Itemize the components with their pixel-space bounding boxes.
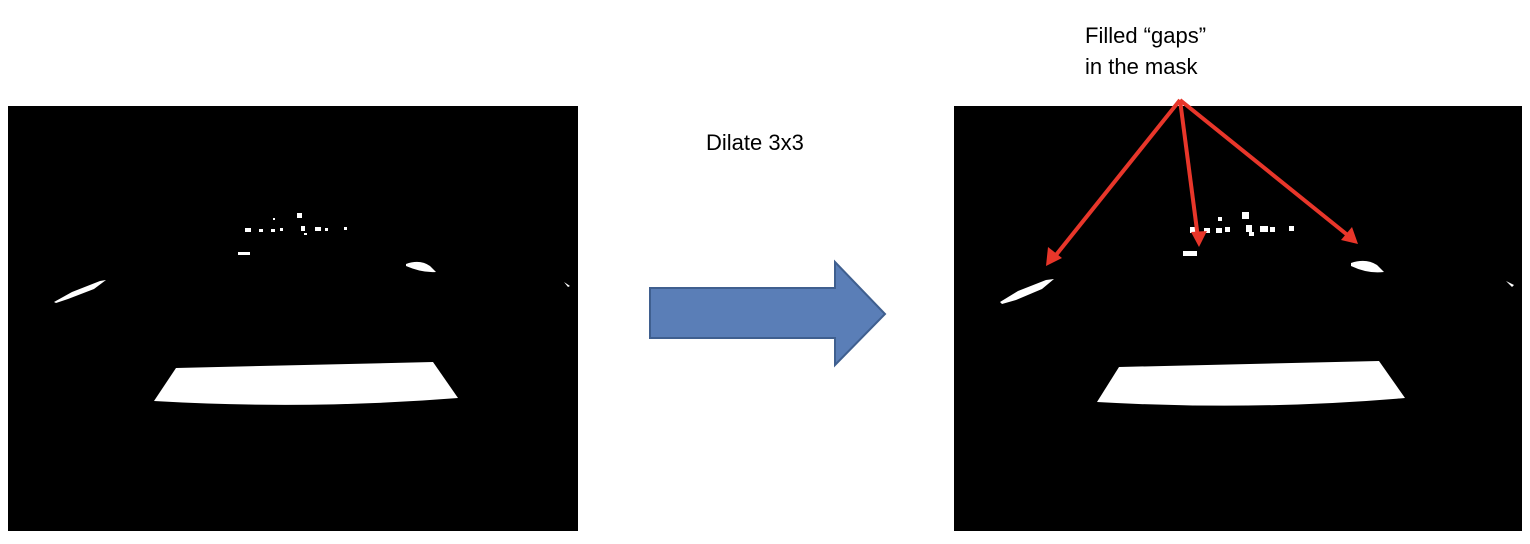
mask-blob-center-3 xyxy=(1204,228,1210,233)
mask-blob-center-6 xyxy=(297,213,302,218)
operation-arrow-shape xyxy=(649,259,887,368)
right-arrow-icon xyxy=(649,259,887,368)
mask-blob-center-2 xyxy=(1190,227,1198,233)
mask-blob-center-6 xyxy=(1242,212,1249,219)
mask-blob-center-10 xyxy=(344,227,347,230)
mask-blob-center-2 xyxy=(245,228,251,232)
mask-blob-center-9 xyxy=(325,228,328,231)
mask-blob-center-4 xyxy=(271,229,275,232)
mask-blob-center-7 xyxy=(301,226,305,231)
mask-before-image xyxy=(8,106,578,531)
mask-blob-center-11 xyxy=(1249,232,1254,236)
mask-blob-left-streak xyxy=(1000,279,1054,304)
mask-blob-right-streak xyxy=(1351,260,1384,273)
mask-blob-center-10 xyxy=(1289,226,1294,231)
annotation-label-line-1: Filled “gaps” xyxy=(1085,23,1207,48)
mask-blob-far-right xyxy=(1506,281,1514,287)
operation-label: Dilate 3x3 xyxy=(706,130,804,155)
mask-blob-far-right xyxy=(564,282,570,287)
mask-blob-center-5 xyxy=(1225,227,1230,232)
mask-blob-left-streak xyxy=(54,280,106,303)
mask-blob-center-4 xyxy=(1216,228,1222,233)
mask-blob-center-11 xyxy=(304,233,307,235)
mask-blob-center-12 xyxy=(1218,217,1222,221)
mask-blob-road-band xyxy=(154,362,458,405)
annotation-label-line-2: in the mask xyxy=(1085,54,1198,79)
mask-blob-center-7 xyxy=(1246,225,1252,232)
mask-blob-right-streak xyxy=(406,261,436,273)
mask-after-image xyxy=(954,106,1522,531)
mask-blob-center-5 xyxy=(280,228,283,231)
mask-blob-center-8 xyxy=(1260,226,1268,232)
mask-blob-center-1 xyxy=(1183,251,1197,256)
mask-blob-center-9 xyxy=(1270,227,1275,232)
mask-blob-center-3 xyxy=(259,229,263,232)
mask-blob-center-12 xyxy=(273,218,275,220)
annotation-label: Filled “gaps” in the mask xyxy=(1085,20,1206,82)
mask-blob-center-1 xyxy=(238,252,250,255)
mask-blob-center-8 xyxy=(315,227,321,231)
mask-blob-road-band xyxy=(1097,361,1405,406)
